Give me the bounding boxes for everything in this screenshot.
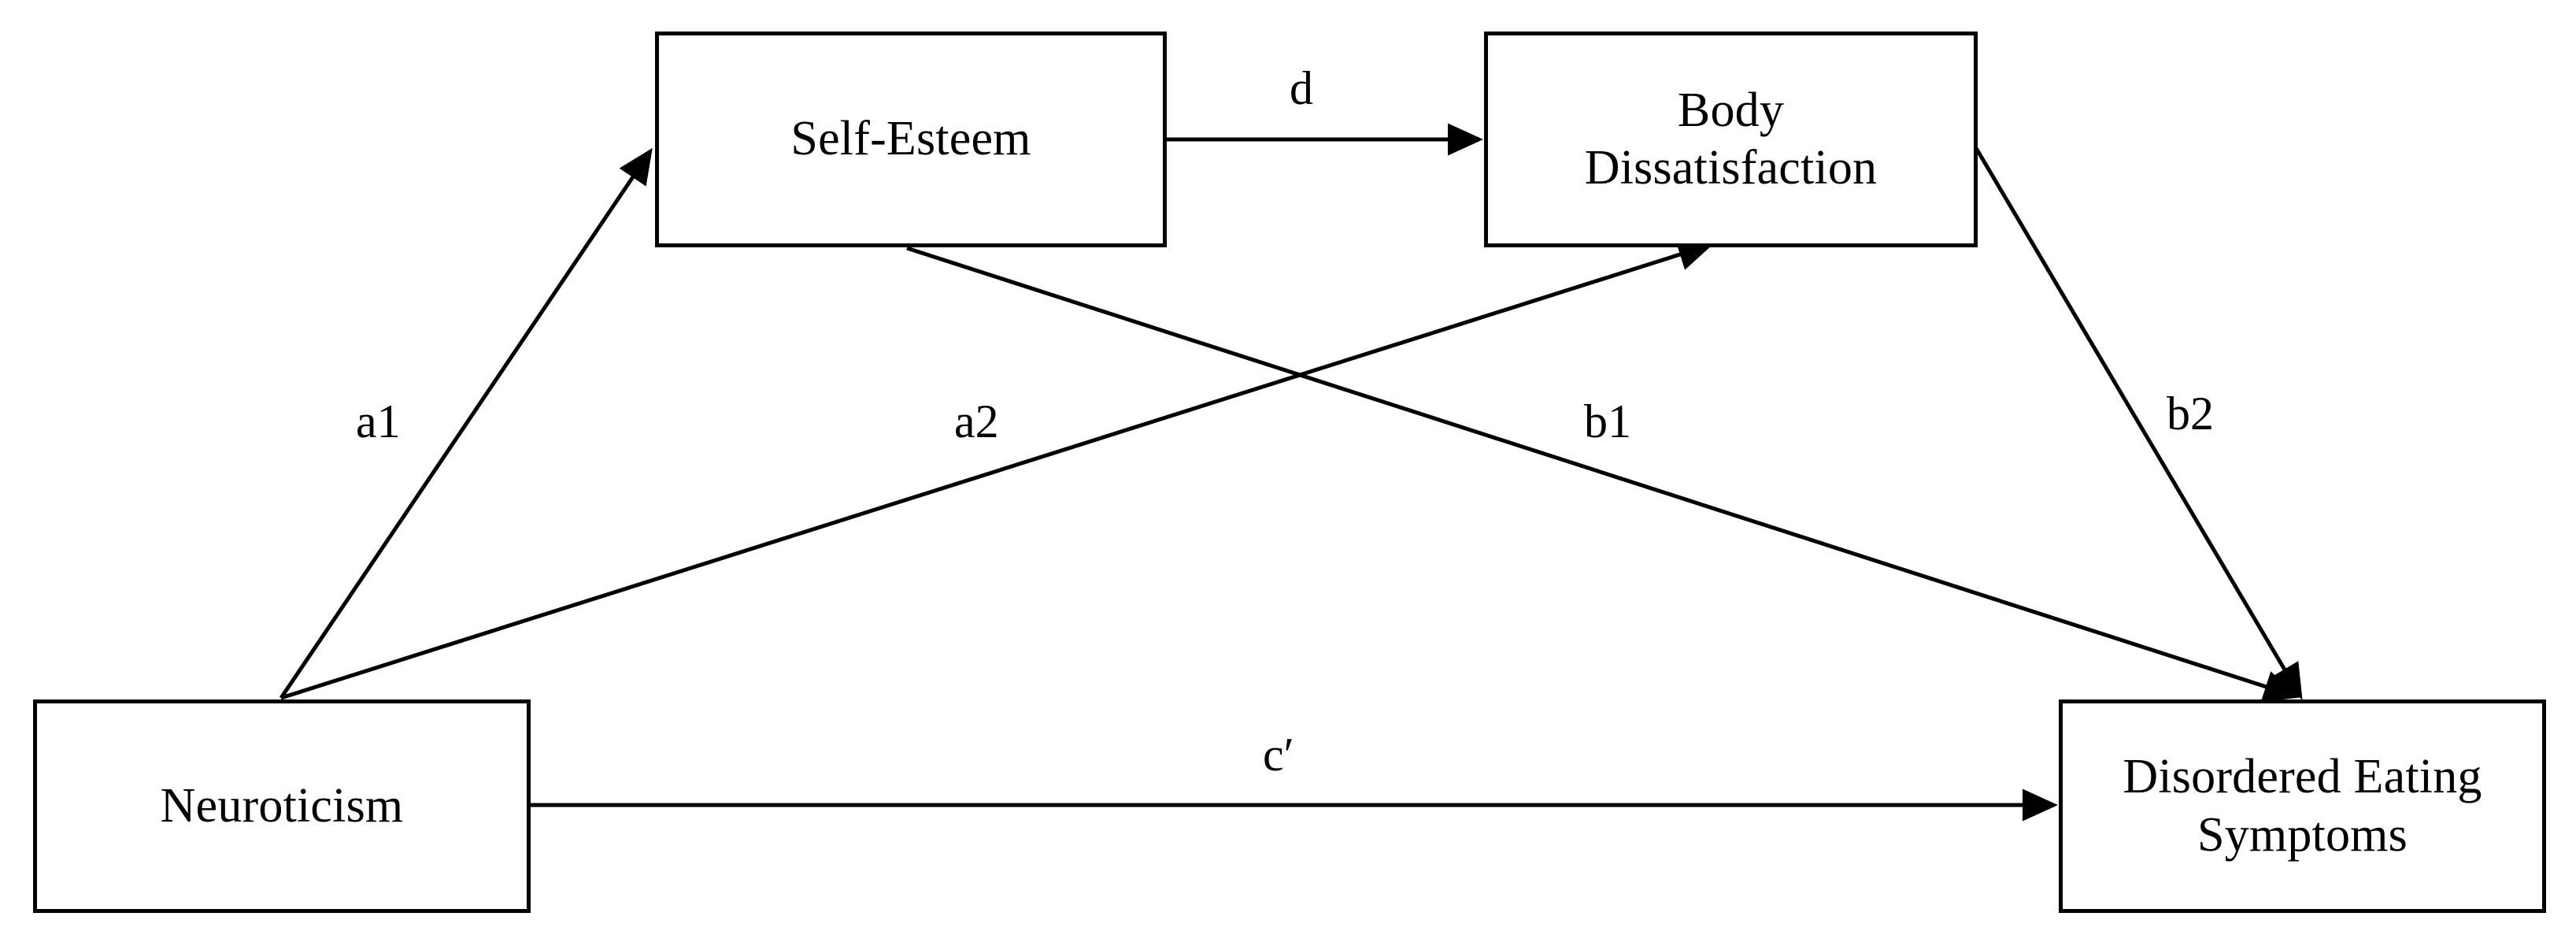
node-neuroticism-label: Neuroticism bbox=[160, 778, 404, 833]
path-arrow-a1 bbox=[279, 147, 653, 699]
path-label-b1: b1 bbox=[1584, 395, 1631, 447]
path-label-a2: a2 bbox=[954, 395, 999, 447]
node-body-dissatisfaction[interactable]: Body Dissatisfaction bbox=[1484, 32, 1978, 247]
path-label-c-prime: c′ bbox=[1263, 729, 1294, 781]
path-arrow-a2 bbox=[280, 239, 1714, 700]
node-self-esteem[interactable]: Self-Esteem bbox=[655, 32, 1167, 247]
node-disordered-eating-symptoms[interactable]: Disordered Eating Symptoms bbox=[2059, 699, 2546, 913]
path-arrow-b1 bbox=[906, 246, 2300, 703]
path-arrow-b2 bbox=[1971, 143, 2303, 700]
path-label-a1: a1 bbox=[356, 395, 401, 447]
path-label-d: d bbox=[1290, 62, 1313, 114]
node-body-dissatisfaction-label: Body Dissatisfaction bbox=[1584, 83, 1878, 195]
node-neuroticism[interactable]: Neuroticism bbox=[33, 699, 531, 913]
node-self-esteem-label: Self-Esteem bbox=[790, 112, 1031, 166]
path-label-b2: b2 bbox=[2167, 388, 2214, 440]
node-disordered-eating-symptoms-label: Disordered Eating Symptoms bbox=[2123, 750, 2482, 862]
